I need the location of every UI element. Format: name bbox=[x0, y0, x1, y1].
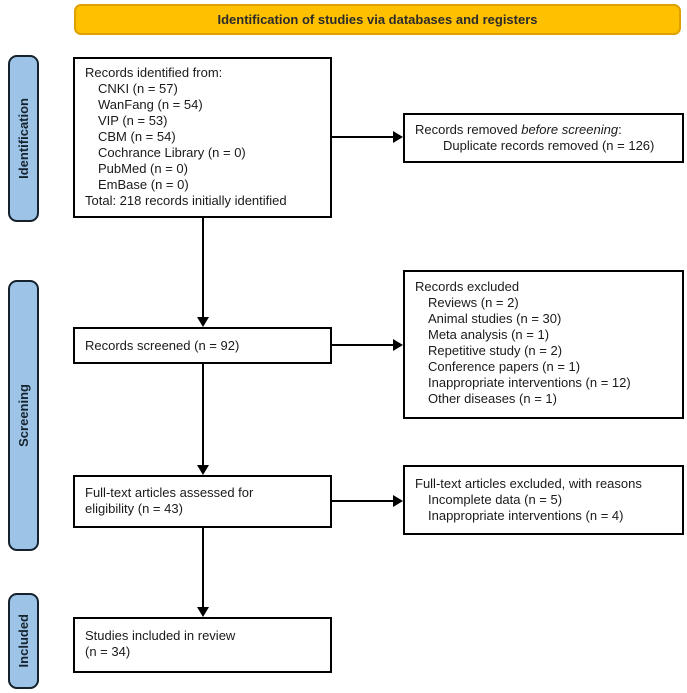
removed-prefix: Records removed bbox=[415, 122, 522, 137]
box-line: WanFang (n = 54) bbox=[98, 97, 203, 112]
arrow-shaft bbox=[332, 136, 394, 138]
box-line: Full-text articles excluded, with reason… bbox=[415, 476, 642, 491]
removed-suffix: : bbox=[618, 122, 622, 137]
arrow-head-icon bbox=[197, 607, 209, 617]
box-line: Conference papers (n = 1) bbox=[428, 359, 581, 374]
arrow-shaft bbox=[202, 364, 204, 466]
arrow-head-icon bbox=[197, 465, 209, 475]
box-line: Animal studies (n = 30) bbox=[428, 311, 562, 326]
box-line: VIP (n = 53) bbox=[98, 113, 168, 128]
box-line: Cochrance Library (n = 0) bbox=[98, 145, 246, 160]
box-line: eligibility (n = 43) bbox=[85, 501, 183, 516]
stage-label-included-text: Included bbox=[16, 614, 31, 668]
stage-label-identification-text: Identification bbox=[16, 98, 31, 179]
box-line: Records identified from: bbox=[85, 65, 223, 80]
box-line: Repetitive study (n = 2) bbox=[428, 343, 563, 358]
arrow-shaft bbox=[202, 528, 204, 608]
arrow-shaft bbox=[332, 500, 394, 502]
stage-label-identification: Identification bbox=[8, 55, 39, 222]
header-title: Identification of studies via databases … bbox=[217, 12, 538, 27]
removed-italic: before screening bbox=[521, 122, 619, 137]
header-banner: Identification of studies via databases … bbox=[74, 4, 681, 35]
box-line: Duplicate records removed (n = 126) bbox=[443, 138, 655, 153]
box-records-identified: Records identified from: CNKI (n = 57) W… bbox=[73, 57, 332, 218]
arrow-shaft bbox=[332, 344, 394, 346]
box-line: Records removed before screening: bbox=[415, 122, 672, 138]
box-line: Inappropriate interventions (n = 4) bbox=[428, 508, 624, 523]
box-line: Incomplete data (n = 5) bbox=[428, 492, 563, 507]
stage-label-included: Included bbox=[8, 593, 39, 689]
box-records-screened: Records screened (n = 92) bbox=[73, 327, 332, 364]
stage-label-screening-text: Screening bbox=[16, 384, 31, 447]
box-line: Studies included in review bbox=[85, 628, 236, 643]
box-records-removed: Records removed before screening: Duplic… bbox=[403, 113, 684, 163]
box-line: Full-text articles assessed for bbox=[85, 485, 254, 500]
box-line: Inappropriate interventions (n = 12) bbox=[428, 375, 631, 390]
box-line: CBM (n = 54) bbox=[98, 129, 176, 144]
arrow-head-icon bbox=[393, 495, 403, 507]
box-line: Reviews (n = 2) bbox=[428, 295, 519, 310]
box-line: Records excluded bbox=[415, 279, 520, 294]
stage-label-screening: Screening bbox=[8, 280, 39, 551]
arrow-head-icon bbox=[197, 317, 209, 327]
box-fulltext-assessed: Full-text articles assessed for eligibil… bbox=[73, 475, 332, 528]
box-fulltext-excluded: Full-text articles excluded, with reason… bbox=[403, 465, 684, 535]
box-line: (n = 34) bbox=[85, 644, 131, 659]
box-line: Other diseases (n = 1) bbox=[428, 391, 557, 406]
arrow-head-icon bbox=[393, 339, 403, 351]
arrow-head-icon bbox=[393, 131, 403, 143]
box-line: EmBase (n = 0) bbox=[98, 177, 189, 192]
box-line: Meta analysis (n = 1) bbox=[428, 327, 550, 342]
box-line: Records screened (n = 92) bbox=[85, 337, 240, 353]
box-studies-included: Studies included in review (n = 34) bbox=[73, 617, 332, 673]
arrow-shaft bbox=[202, 218, 204, 319]
box-line: CNKI (n = 57) bbox=[98, 81, 178, 96]
box-line: PubMed (n = 0) bbox=[98, 161, 188, 176]
box-line: Total: 218 records initially identified bbox=[85, 193, 287, 208]
box-records-excluded: Records excluded Reviews (n = 2) Animal … bbox=[403, 270, 684, 419]
